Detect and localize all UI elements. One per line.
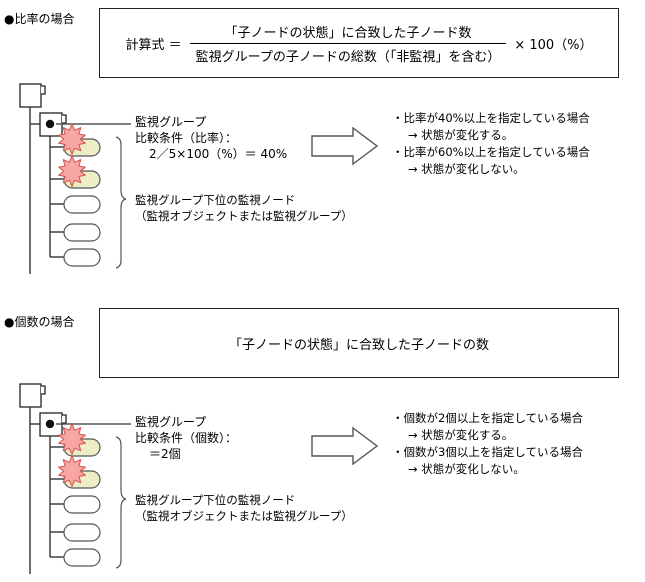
root-folder-node — [19, 83, 46, 108]
formula-box-count: 「子ノードの状態」に合致した子ノードの数 — [99, 308, 619, 378]
outcomes-ratio: ・比率が40%以上を指定している場合 → 状態が変化する。 ・比率が60%以上を… — [392, 110, 590, 178]
child-node-1-matched — [50, 423, 101, 457]
formula-denominator-ratio: 監視グループの子ノードの総数（「非監視」を含む） — [189, 42, 507, 65]
child-node-4-normal — [50, 523, 101, 542]
children-brace — [115, 136, 127, 269]
outcome-2-condition: ・比率が60%以上を指定している場合 — [392, 145, 590, 159]
tree-diagram-count — [0, 382, 131, 582]
group-label-line1: 監視グループ — [135, 415, 207, 429]
alert-star-icon — [58, 455, 86, 487]
group-label-line2: 比較条件（比率）： — [135, 131, 238, 145]
children-brace — [115, 436, 127, 569]
root-folder-node — [19, 383, 46, 408]
children-label-count: 監視グループ下位の監視ノード （監視オブジェクトまたは監視グループ） — [135, 492, 353, 524]
group-label-count: 監視グループ 比較条件（個数）： ＝2個 — [135, 414, 237, 462]
outcome-2-result: → 状態が変化しない。 — [408, 162, 525, 176]
children-label-line2: （監視オブジェクトまたは監視グループ） — [135, 509, 353, 523]
outcome-2-condition: ・個数が3個以上を指定している場合 — [392, 445, 583, 459]
outcome-1-condition: ・個数が2個以上を指定している場合 — [392, 411, 583, 425]
formula-numerator-ratio: 「子ノードの状態」に合致した子ノード数 — [224, 25, 472, 41]
flow-arrow-ratio — [310, 126, 380, 166]
children-label-line1: 監視グループ下位の監視ノード — [135, 193, 296, 207]
formula-fraction-ratio: 「子ノードの状態」に合致した子ノード数 監視グループの子ノードの総数（「非監視」… — [189, 22, 507, 65]
section-heading-ratio: ●比率の場合 — [4, 12, 75, 26]
monitored-group-node — [39, 412, 67, 437]
child-node-2-matched — [50, 155, 101, 189]
outcome-1-result: → 状態が変化する。 — [408, 128, 514, 142]
flow-arrow-count — [310, 426, 380, 466]
child-node-5-normal — [49, 545, 101, 567]
child-node-3-normal — [50, 495, 101, 514]
alert-star-icon — [58, 423, 86, 455]
tree-diagram-ratio — [0, 82, 131, 282]
outcome-1-result: → 状態が変化する。 — [408, 428, 514, 442]
child-node-3-normal — [50, 195, 101, 214]
group-label-ratio: 監視グループ 比較条件（比率）： 2／5×100（%）＝ 40% — [135, 114, 287, 162]
children-label-line1: 監視グループ下位の監視ノード — [135, 493, 296, 507]
formula-single-line-count: 「子ノードの状態」に合致した子ノードの数 — [228, 337, 489, 353]
group-label-line2: 比較条件（個数）： — [135, 431, 238, 445]
alert-star-icon — [58, 123, 86, 155]
formula-lhs-ratio: 計算式 ＝ — [125, 37, 182, 53]
outcome-1-condition: ・比率が40%以上を指定している場合 — [392, 111, 590, 125]
child-node-5-normal — [49, 245, 101, 267]
outcomes-count: ・個数が2個以上を指定している場合 → 状態が変化する。 ・個数が3個以上を指定… — [392, 410, 583, 478]
alert-star-icon — [58, 155, 86, 187]
group-label-line3: 2／5×100（%）＝ 40% — [149, 147, 288, 161]
section-heading-count: ●個数の場合 — [4, 315, 75, 329]
children-label-ratio: 監視グループ下位の監視ノード （監視オブジェクトまたは監視グループ） — [135, 192, 353, 224]
child-node-1-matched — [50, 123, 101, 157]
formula-box-ratio: 計算式 ＝ 「子ノードの状態」に合致した子ノード数 監視グループの子ノードの総数… — [99, 8, 619, 78]
outcome-2-result: → 状態が変化しない。 — [408, 462, 525, 476]
child-node-4-normal — [50, 223, 101, 242]
children-label-line2: （監視オブジェクトまたは監視グループ） — [135, 209, 353, 223]
group-label-line3: ＝2個 — [149, 447, 181, 461]
formula-suffix-ratio: × 100（%） — [514, 37, 593, 53]
group-label-line1: 監視グループ — [135, 115, 207, 129]
child-node-2-matched — [50, 455, 101, 489]
